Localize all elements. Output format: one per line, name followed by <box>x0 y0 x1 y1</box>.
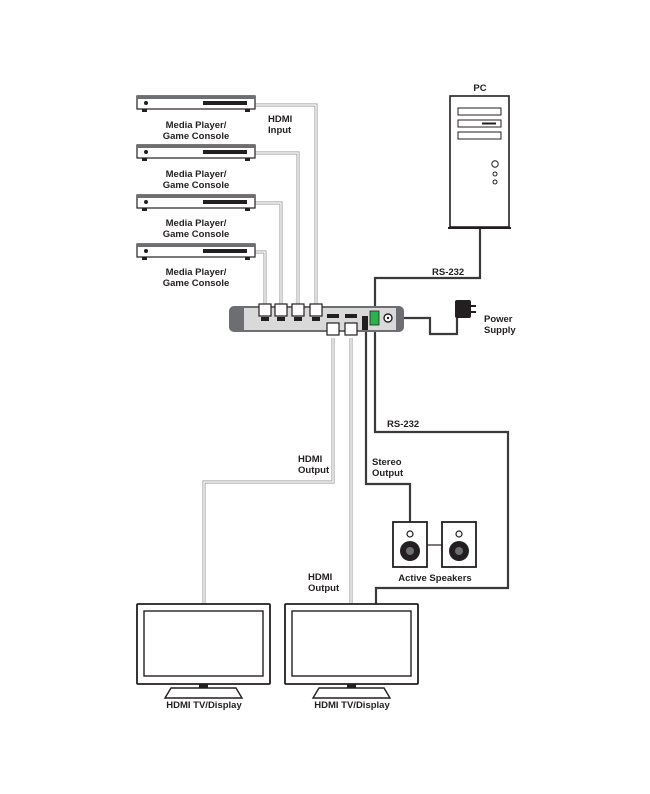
hdmi-input-ports <box>258 303 323 321</box>
speaker-left <box>392 521 428 568</box>
media-player-2 <box>136 144 256 161</box>
media-player-label-1: Media Player/Game Console <box>163 120 230 142</box>
power-cable <box>398 308 463 336</box>
media-player-label-4: Media Player/Game Console <box>163 267 230 289</box>
hdmi-output-cables <box>202 338 353 604</box>
power-adapter-icon <box>455 300 476 318</box>
media-player-3 <box>136 194 256 211</box>
rs232-bottom-label: RS-232 <box>387 419 419 430</box>
display-label-1: HDMI TV/Display <box>166 700 242 711</box>
rs232-port <box>369 310 380 326</box>
media-player-1 <box>136 95 256 112</box>
pc-label: PC <box>473 83 486 94</box>
rs232-pc-cable <box>373 228 482 310</box>
hdmi-switcher <box>229 303 404 336</box>
media-player-label-3: Media Player/Game Console <box>163 218 230 240</box>
display-1 <box>136 603 271 699</box>
audio-port <box>362 316 368 330</box>
stereo-output-cable <box>364 330 412 522</box>
display-2 <box>284 603 419 699</box>
display-label-2: HDMI TV/Display <box>314 700 390 711</box>
hdmi-output-ports <box>326 314 358 336</box>
media-player-4 <box>136 243 256 260</box>
hdmi-input-cables <box>255 103 318 304</box>
active-speakers-label: Active Speakers <box>398 573 471 584</box>
rs232-top-label: RS-232 <box>432 267 464 278</box>
media-player-label-2: Media Player/Game Console <box>163 169 230 191</box>
speaker-right <box>441 521 477 568</box>
rs232-display-cable <box>373 330 510 604</box>
pc-tower <box>448 95 511 229</box>
